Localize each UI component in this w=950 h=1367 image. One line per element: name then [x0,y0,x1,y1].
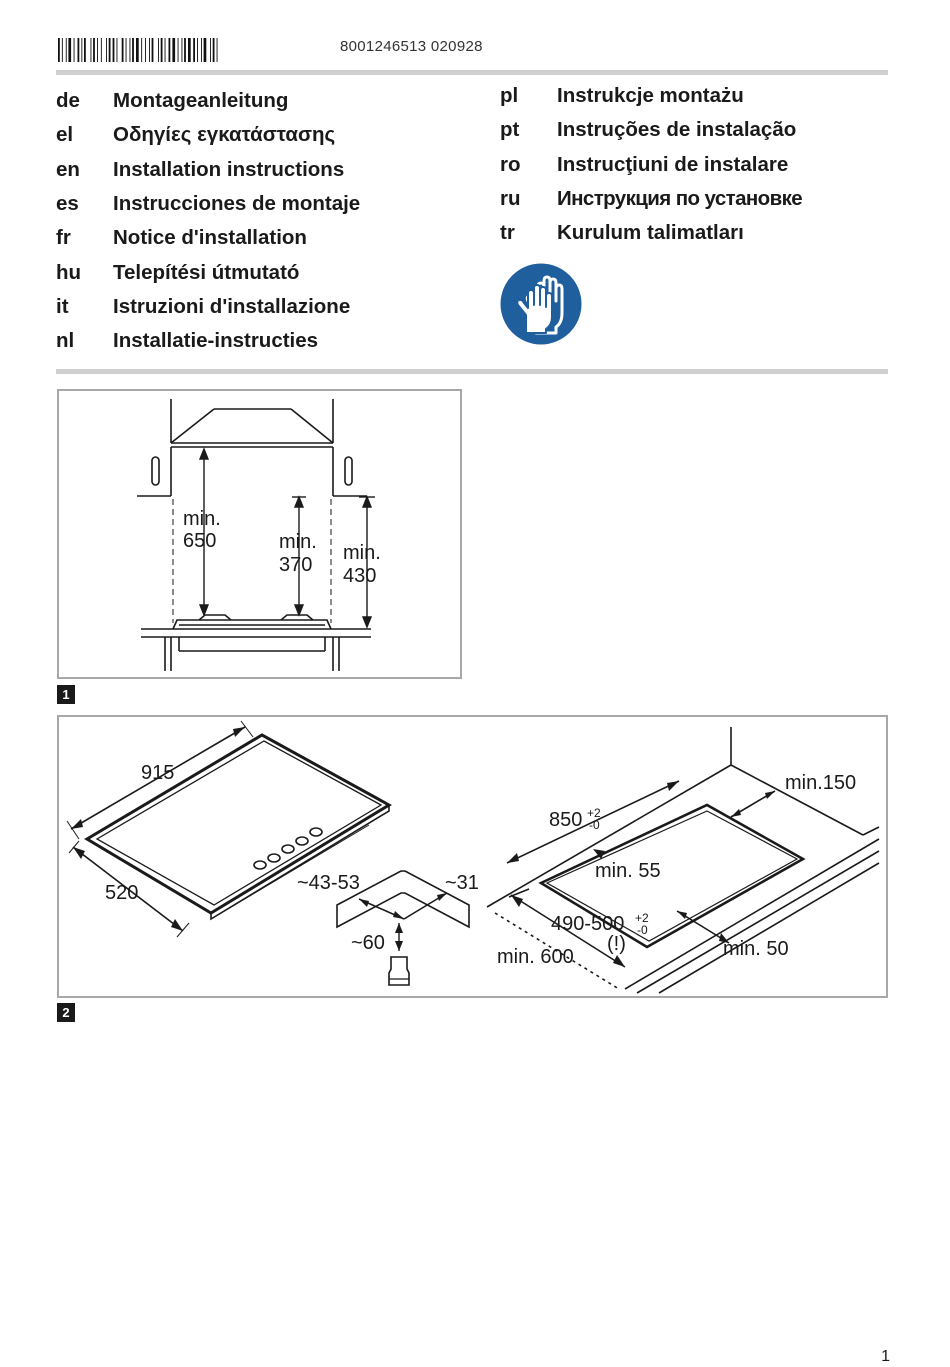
label-cutout-depth-tol-top: +2 [635,911,649,925]
label-lip: ~31 [445,872,479,894]
figure-1-drawing: min. 650 min. 370 min. 430 [137,399,381,671]
label-min430-a: min. [343,542,381,564]
barcode [58,38,218,62]
label-depth-520: 520 [105,882,138,904]
label-min55: min. 55 [595,860,661,882]
label-min650-b: 650 [183,530,216,552]
label-cutout-depth: 490-500 [551,913,624,935]
label-cutout-width-tol-top: +2 [587,806,601,820]
label-warning: (!) [607,933,626,955]
label-min370-a: min. [279,531,317,553]
mid-divider [56,369,888,374]
label-min430-b: 430 [343,565,376,587]
figure-2-dimensions: 915 520 ~43-53 ~31 ~60 850 +2 -0 min.150… [57,715,888,998]
label-min50: min. 50 [723,938,789,960]
document-code: 8001246513 020928 [340,38,483,55]
label-width-915: 915 [141,762,174,784]
label-thickness: ~43-53 [297,872,360,894]
page-number: 1 [881,1348,890,1365]
label-min600: min. 600 [497,946,574,968]
label-connector: ~60 [351,932,385,954]
top-divider [56,70,888,75]
label-min650-a: min. [183,508,221,530]
figure-2-drawing: 915 520 ~43-53 ~31 ~60 850 +2 -0 min.150… [66,720,880,994]
figure-1-number: 1 [57,685,75,704]
label-min150: min.150 [785,772,856,794]
label-cutout-width-tol-bottom: -0 [589,818,600,832]
label-min370-b: 370 [279,554,312,576]
figure-2-number: 2 [57,1003,75,1022]
protective-gloves-icon [500,263,582,345]
label-cutout-depth-tol-bottom: -0 [637,923,648,937]
label-cutout-width: 850 [549,809,582,831]
figure-1-clearance: min. 650 min. 370 min. 430 [57,389,462,679]
